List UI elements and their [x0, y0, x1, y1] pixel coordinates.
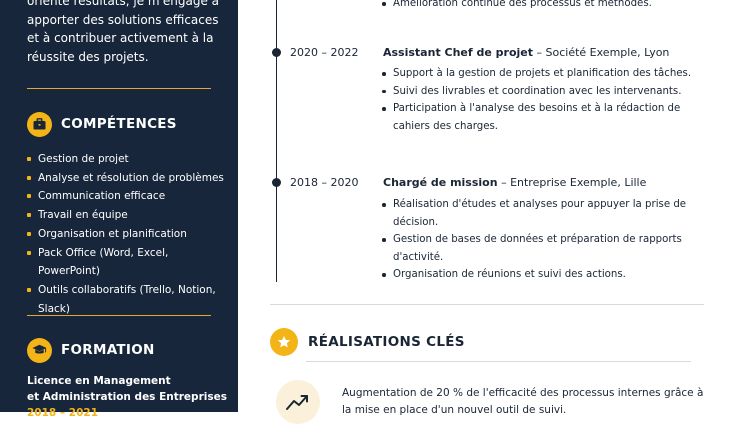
- education-header: FORMATION: [27, 336, 155, 364]
- degree-title: Licence en Management et Administration …: [27, 373, 227, 405]
- section-divider: [270, 304, 704, 305]
- trend-up-icon: [276, 380, 320, 424]
- job-bullet: Amélioration continue des processus et m…: [381, 0, 721, 13]
- job-bullet: Organisation de réunions et suivi des ac…: [381, 266, 721, 284]
- skills-title: COMPÉTENCES: [61, 116, 177, 132]
- skill-item: Travail en équipe: [27, 206, 227, 225]
- profile-line: apporter des solutions efficaces: [27, 12, 219, 27]
- degree-years: 2018 – 2021: [27, 407, 99, 419]
- profile-line: réussite des projets.: [27, 49, 149, 64]
- profile-summary: orienté résultats, je m'engage à apporte…: [27, 0, 220, 66]
- section-divider: [27, 315, 211, 316]
- profile-line: et à contribuer activement à la: [27, 31, 214, 45]
- star-icon: [270, 328, 298, 356]
- job-role: Chargé de mission: [383, 176, 498, 189]
- skill-item: Organisation et planification: [27, 225, 227, 244]
- section-divider: [27, 88, 211, 89]
- skill-item: Analyse et résolution de problèmes: [27, 169, 227, 188]
- graduation-cap-icon: [27, 337, 52, 363]
- main-content: Amélioration continue des processus et m…: [238, 0, 736, 424]
- timeline-line: [276, 0, 277, 282]
- skill-item: Outils collaboratifs (Trello, Notion, Sl…: [27, 281, 227, 318]
- achievements-title: RÉALISATIONS CLÉS: [308, 334, 465, 350]
- timeline-dot: [272, 48, 281, 57]
- profile-line: orienté résultats, je m'engage à: [27, 0, 220, 8]
- job-dates: 2020 – 2022: [290, 46, 359, 59]
- section-underline: [306, 361, 691, 362]
- skill-item: Communication efficace: [27, 187, 227, 206]
- job-dates: 2018 – 2020: [290, 176, 359, 189]
- job-role: Assistant Chef de projet: [383, 46, 534, 59]
- job-bullets: Réalisation d'études et analyses pour ap…: [381, 196, 721, 284]
- job-company: – Entreprise Exemple, Lille: [501, 176, 647, 189]
- briefcase-icon: [27, 111, 52, 137]
- timeline-dot: [272, 178, 281, 187]
- degree-line: et Administration des Entreprises: [27, 391, 227, 403]
- achievements-header: RÉALISATIONS CLÉS: [270, 327, 465, 357]
- job-bullet: Gestion de bases de données et préparati…: [381, 231, 693, 266]
- education-title: FORMATION: [61, 342, 155, 358]
- job-bullet: Support à la gestion de projets et plani…: [381, 65, 721, 83]
- job-bullet: Suivi des livrables et coordination avec…: [381, 83, 721, 101]
- degree-line: Licence en Management: [27, 375, 171, 387]
- job-bullets: Amélioration continue des processus et m…: [381, 0, 721, 13]
- job-bullet: Participation à l'analyse des besoins et…: [381, 100, 703, 135]
- sidebar: orienté résultats, je m'engage à apporte…: [0, 0, 238, 419]
- skills-list: Gestion de projet Analyse et résolution …: [27, 150, 227, 318]
- job-bullets: Support à la gestion de projets et plani…: [381, 65, 721, 135]
- job-company: – Société Exemple, Lyon: [536, 46, 670, 59]
- skills-header: COMPÉTENCES: [27, 110, 177, 138]
- job-bullet: Réalisation d'études et analyses pour ap…: [381, 196, 721, 231]
- job-title: Assistant Chef de projet – Société Exemp…: [383, 46, 669, 59]
- skill-item: Gestion de projet: [27, 150, 227, 169]
- achievement-text: Augmentation de 20 % de l'efficacité des…: [342, 387, 704, 416]
- job-title: Chargé de mission – Entreprise Exemple, …: [383, 176, 646, 189]
- skill-item: Pack Office (Word, Excel, PowerPoint): [27, 244, 227, 281]
